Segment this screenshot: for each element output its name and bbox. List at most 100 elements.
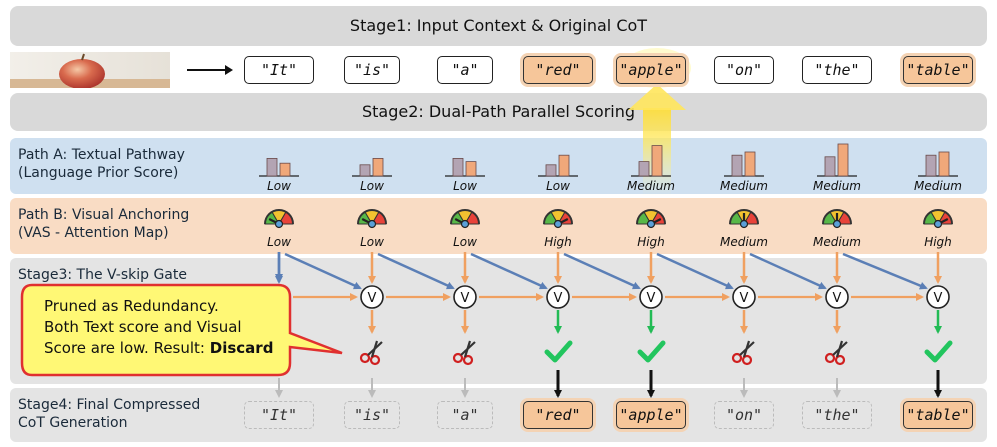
text-to-gate-arrow	[563, 252, 641, 290]
callout-result: Discard	[209, 339, 274, 357]
text-to-gate-arrow	[656, 252, 734, 290]
gauge-icon	[357, 209, 387, 229]
check-icon	[637, 340, 666, 363]
path-b-label-line2: (VAS - Attention Map)	[18, 225, 169, 241]
gauge-icon	[822, 209, 852, 229]
v-gate	[360, 285, 384, 309]
gauge-icon	[636, 209, 666, 229]
gauge-icon	[543, 209, 573, 229]
text-score-bar	[279, 162, 291, 177]
kept-token: "red"	[523, 401, 593, 429]
scissors-icon	[452, 340, 476, 366]
text-score-bar	[824, 156, 836, 177]
text-score-bar	[545, 164, 557, 177]
v-gate-label: V	[554, 291, 563, 306]
path-a-band	[10, 138, 987, 194]
text-score-bar	[744, 151, 756, 177]
stage2-title: Stage2: Dual-Path Parallel Scoring	[361, 102, 636, 121]
text-score-bar	[731, 154, 743, 177]
input-token: "red"	[523, 56, 593, 84]
v-gate-label: V	[461, 291, 470, 306]
v-gate	[546, 285, 570, 309]
input-token: "It"	[244, 56, 314, 84]
path-a-label-line2: (Language Prior Score)	[18, 165, 179, 181]
text-score-label: Low	[453, 179, 477, 193]
callout-line3-text: Score are low. Result:	[44, 339, 205, 357]
stage4-band	[10, 388, 987, 442]
stage4-label: Stage4: Final Compressed CoT Generation	[18, 396, 200, 432]
check-icon	[924, 340, 953, 363]
visual-score-label: Low	[453, 235, 477, 249]
callout-line1: Pruned as Redundancy.	[44, 297, 219, 315]
visual-score-label: Medium	[720, 235, 768, 249]
visual-score-label: Low	[360, 235, 384, 249]
text-score-label: Medium	[627, 179, 675, 193]
text-score-bar	[837, 143, 849, 177]
text-score-label: Low	[267, 179, 291, 193]
gauge-icon	[923, 209, 953, 229]
path-b-band	[10, 198, 987, 254]
text-score-label: Low	[360, 179, 384, 193]
scissors-icon	[731, 340, 755, 366]
v-gate	[639, 285, 663, 309]
v-gate-label: V	[934, 291, 943, 306]
text-score-bar	[266, 157, 278, 177]
visual-score-label: High	[924, 235, 952, 249]
text-to-gate-arrow	[284, 252, 362, 290]
scissors-icon	[824, 340, 848, 366]
visual-score-label: High	[637, 235, 665, 249]
v-gate	[453, 285, 477, 309]
v-gate-label: V	[647, 291, 656, 306]
v-gate	[825, 285, 849, 309]
input-token: "is"	[344, 56, 400, 84]
path-b-label-line1: Path B: Visual Anchoring	[18, 207, 190, 223]
stage1-band: Stage1: Input Context & Original CoT	[10, 6, 987, 46]
visual-score-label: High	[544, 235, 572, 249]
kept-token: "table"	[903, 401, 973, 429]
v-gate	[926, 285, 950, 309]
visual-score-label: Low	[267, 235, 291, 249]
callout-text: Pruned as Redundancy. Both Text score an…	[44, 296, 324, 359]
scissors-icon	[359, 340, 383, 366]
text-score-label: Medium	[813, 179, 861, 193]
stage2-band: Stage2: Dual-Path Parallel Scoring	[10, 93, 987, 131]
pruned-token: "is"	[344, 401, 400, 429]
text-score-bar	[452, 157, 464, 177]
check-icon	[544, 340, 573, 363]
gauge-icon	[729, 209, 759, 229]
input-token: "apple"	[616, 56, 686, 84]
text-score-bar	[372, 157, 384, 177]
input-token: "table"	[903, 56, 973, 84]
input-arrow	[187, 65, 233, 75]
pruned-token: "the"	[802, 401, 872, 429]
callout-line3: Score are low. Result: Discard	[44, 338, 324, 359]
path-b-label: Path B: Visual Anchoring (VAS - Attentio…	[18, 206, 189, 242]
v-gate-label: V	[740, 291, 749, 306]
text-score-label: Medium	[914, 179, 962, 193]
text-score-bar	[465, 161, 477, 177]
gauge-icon	[264, 209, 294, 229]
path-a-label-line1: Path A: Textual Pathway	[18, 147, 185, 163]
v-gate	[732, 285, 756, 309]
gauge-icon	[450, 209, 480, 229]
text-to-gate-arrow	[377, 252, 455, 290]
text-to-gate-arrow	[470, 252, 548, 290]
v-gate-label: V	[368, 291, 377, 306]
v-gate-label: V	[833, 291, 842, 306]
text-score-bar	[938, 151, 950, 177]
text-score-label: Medium	[720, 179, 768, 193]
pruned-token: "on"	[714, 401, 774, 429]
input-token: "a"	[437, 56, 493, 84]
text-score-bar	[638, 161, 650, 177]
stage3-label: Stage3: The V-skip Gate	[18, 267, 187, 283]
text-score-bar	[925, 154, 937, 177]
pruned-token: "It"	[244, 401, 314, 429]
stage4-label-line2: CoT Generation	[18, 415, 128, 431]
callout-bubble	[20, 283, 343, 377]
pruned-token: "a"	[437, 401, 493, 429]
apple-photo	[10, 52, 170, 88]
path-a-label: Path A: Textual Pathway (Language Prior …	[18, 146, 185, 182]
text-score-bar	[558, 154, 570, 177]
text-score-bar	[651, 145, 663, 177]
stage4-label-line1: Stage4: Final Compressed	[18, 397, 201, 413]
